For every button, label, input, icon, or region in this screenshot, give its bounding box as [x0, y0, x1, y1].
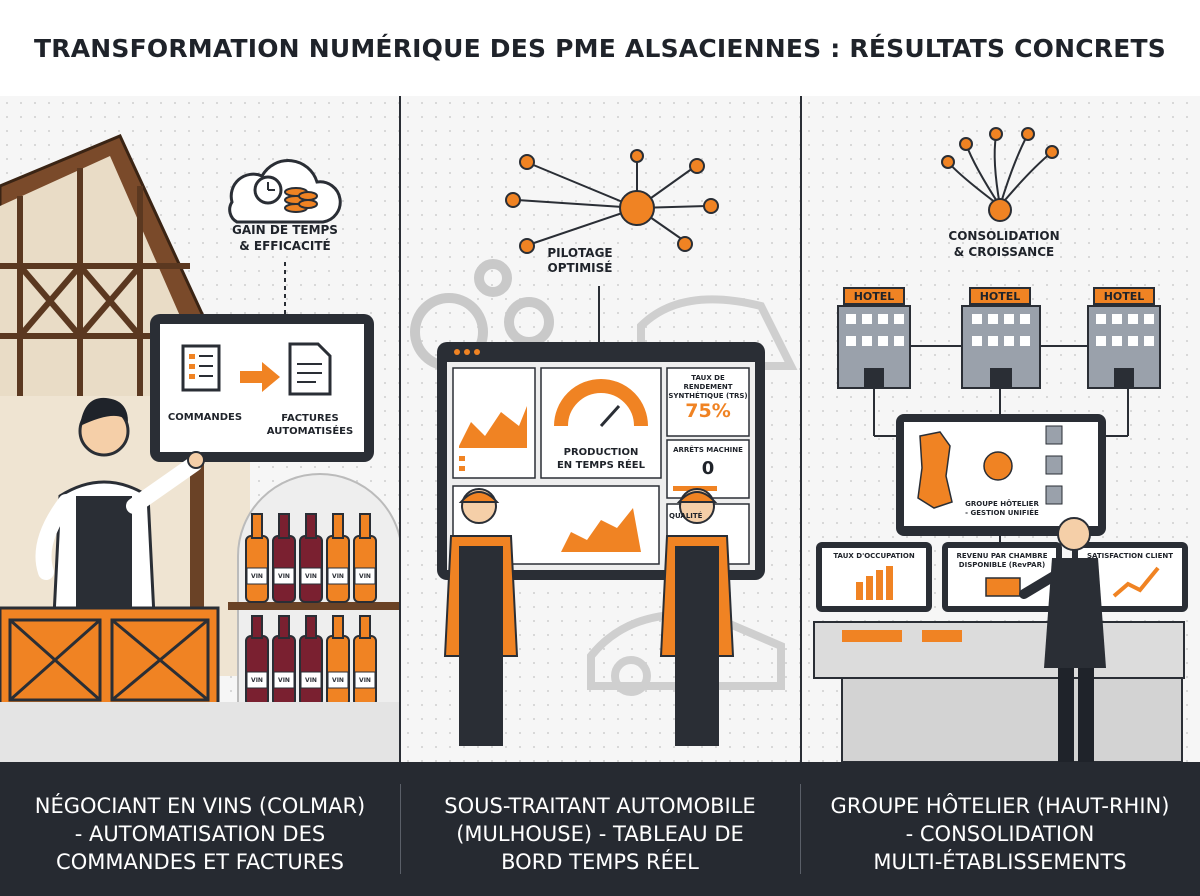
benefit-label-line2: & CROISSANCE [953, 245, 1055, 259]
panel-automotive: PILOTAGE OPTIMISÉ TAUX DE RENDEMENT SYNT… [401, 96, 800, 762]
trs-value: 75% [685, 400, 731, 422]
hotel-sign-3: HOTEL [1103, 290, 1145, 303]
panel-divider [399, 96, 401, 762]
bottle-label: VIN [251, 573, 263, 580]
caption-line: NÉGOCIANT EN VINS (COLMAR) [34, 794, 366, 818]
technician-left [443, 488, 519, 746]
stops-label: ARRÊTS MACHINE [673, 446, 743, 454]
banknote-icon [985, 577, 1021, 597]
invoices-label-line2: AUTOMATISÉES [266, 426, 354, 437]
bottle-label: VIN [278, 677, 290, 684]
arrow-icon [240, 362, 280, 392]
network-icon [516, 160, 708, 245]
shop-counter [0, 606, 220, 710]
org-chart-icon [983, 451, 1013, 481]
page-title: TRANSFORMATION NUMÉRIQUE DES PME ALSACIE… [34, 33, 1166, 63]
hotel-group-illustration [813, 127, 1188, 762]
wine-merchant-illustration: VIN VIN VIN VIN VIN VIN VIN VIN VIN VIN [0, 134, 399, 762]
stops-value: 0 [701, 458, 715, 479]
bottle-label: VIN [332, 677, 344, 684]
order-form-icon [181, 344, 221, 392]
caption-line: (MULHOUSE) - TABLEAU DE [456, 822, 744, 846]
benefit-label-line1: CONSOLIDATION [948, 229, 1060, 243]
caption-line: SOUS-TRAITANT AUTOMOBILE [444, 794, 756, 818]
kpi-revpar-label-line1: REVENU PAR CHAMBRE [956, 552, 1048, 560]
caption-line: BORD TEMPS RÉEL [501, 850, 699, 874]
panel-divider [800, 96, 802, 762]
benefit-label-line1: GAIN DE TEMPS [232, 223, 338, 237]
caption-divider [800, 784, 801, 874]
caption-line: MULTI-ÉTABLISSEMENTS [873, 850, 1127, 874]
trs-label-line1: TAUX DE RENDEMENT [683, 374, 733, 391]
technician-right [659, 488, 735, 746]
invoices-label-line1: FACTURES [281, 413, 339, 424]
bottle-label: VIN [251, 677, 263, 684]
benefit-label-line2: OPTIMISÉ [547, 261, 613, 275]
hotel-sign-1: HOTEL [853, 290, 895, 303]
caption-line: COMMANDES ET FACTURES [56, 850, 344, 874]
bottle-label: VIN [305, 677, 317, 684]
bottle-label: VIN [332, 573, 344, 580]
bottle-label: VIN [278, 573, 290, 580]
automotive-illustration [410, 149, 798, 746]
coins-icon [284, 187, 318, 213]
invoice-icon [288, 342, 332, 396]
caption-divider [400, 784, 401, 874]
group-label-line1: GROUPE HÔTELIER [965, 500, 1039, 508]
businessman [1019, 517, 1106, 762]
orders-label: COMMANDES [167, 412, 243, 423]
bottle-label: VIN [305, 573, 317, 580]
kpi-revpar-label-line2: DISPONIBLE (RevPAR) [958, 561, 1046, 569]
benefit-label-line1: PILOTAGE [547, 246, 613, 260]
hotel-sign-2: HOTEL [979, 290, 1021, 303]
caption-wine-merchant: NÉGOCIANT EN VINS (COLMAR) - AUTOMATISAT… [0, 792, 400, 876]
gauge-label-line1: PRODUCTION [563, 447, 639, 458]
caption-automotive: SOUS-TRAITANT AUTOMOBILE (MULHOUSE) - TA… [400, 792, 800, 876]
benefit-label-line2: & EFFICACITÉ [239, 239, 331, 253]
panel-hotel-group: CONSOLIDATION & CROISSANCE HOTEL HOTEL H… [802, 96, 1200, 762]
panel-wine-merchant: VIN VIN VIN VIN VIN VIN VIN VIN VIN VIN [0, 96, 399, 762]
kpi-occupancy-label: TAUX D'OCCUPATION [833, 552, 915, 560]
trs-label-line2: SYNTHÉTIQUE (TRS) [668, 392, 748, 400]
caption-line: - CONSOLIDATION [905, 822, 1095, 846]
caption-hotel-group: GROUPE HÔTELIER (HAUT-RHIN) - CONSOLIDAT… [800, 792, 1200, 876]
gauge-icon [554, 379, 648, 427]
quality-label: QUALITÉ [669, 512, 703, 520]
alsace-map-icon [917, 431, 953, 509]
kpi-satisfaction-label: SATISFACTION CLIENT [1086, 552, 1174, 560]
panels: VIN VIN VIN VIN VIN VIN VIN VIN VIN VIN [0, 96, 1200, 762]
gauge-label-line2: EN TEMPS RÉEL [556, 460, 646, 471]
trend-up-icon [1112, 566, 1160, 598]
bottle-label: VIN [359, 677, 371, 684]
caption-line: GROUPE HÔTELIER (HAUT-RHIN) [830, 794, 1170, 818]
group-label-line2: - GESTION UNIFIÉE [965, 509, 1039, 517]
bottle-label: VIN [359, 573, 371, 580]
caption-line: - AUTOMATISATION DES [74, 822, 326, 846]
caption-bar: NÉGOCIANT EN VINS (COLMAR) - AUTOMATISAT… [0, 762, 1200, 896]
